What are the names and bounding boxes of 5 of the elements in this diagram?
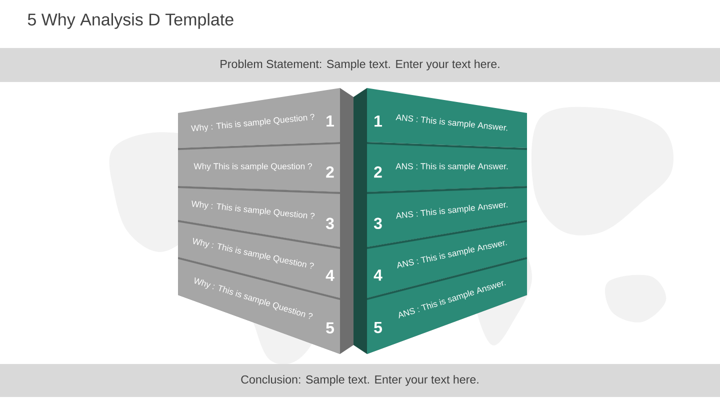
answer-slab: ANS : This is sample Answer. 1 (354, 88, 527, 148)
question-slab: Why : This is sample Question ? 1 (178, 88, 354, 148)
text-band: Problem Statement: Sample text. Enter your text here. (0, 48, 720, 82)
text-band: Conclusion: Sample text. Enter your text here. (0, 364, 720, 397)
title: 5 Why Analysis D Template (28, 13, 234, 29)
